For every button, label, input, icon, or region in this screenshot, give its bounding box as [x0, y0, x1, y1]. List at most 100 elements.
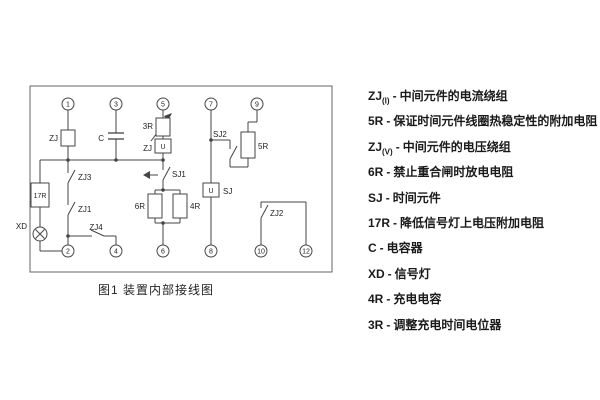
legend-term-text: ZJ: [368, 139, 383, 154]
terminals: 1 3 5 7 9 2 4 6 8 10 12: [61, 97, 313, 258]
terminal-2: 2: [66, 249, 70, 256]
r17-box: [30, 182, 50, 208]
r3-box: [155, 117, 171, 137]
terminal-circle: [109, 97, 123, 111]
legend-item-c: C-电容器: [368, 238, 600, 263]
r4-box: [172, 193, 188, 219]
legend-separator: -: [386, 317, 391, 332]
legend-term: ZJ(V): [368, 139, 393, 157]
terminal-5: 5: [161, 102, 165, 109]
legend-separator: -: [393, 215, 398, 230]
legend-item-zj-i: ZJ(I)-中间元件的电流绕组: [368, 86, 600, 111]
contact-zj4: [90, 229, 105, 237]
legend-desc: 充电电容: [393, 292, 442, 307]
legend-term-sub: (V): [382, 147, 393, 157]
terminal-8: 8: [209, 249, 213, 256]
legend-term: 4R: [368, 292, 383, 306]
label-u-left: U: [160, 144, 165, 151]
legend-item-6r: 6R-禁止重合闸时放电电阻: [368, 162, 600, 187]
label-zj-coil: ZJ: [49, 134, 58, 143]
contact-zj2: [260, 204, 269, 219]
label-6r: 6R: [135, 202, 145, 211]
label-sj: SJ: [223, 187, 232, 196]
terminal-7: 7: [209, 102, 213, 109]
zj-coil-box: [60, 129, 76, 147]
legend-desc: 时间元件: [392, 190, 441, 205]
terminal-10: 10: [257, 249, 265, 256]
label-17r: 17R: [34, 193, 47, 200]
legend-desc: 保证时间元件线圈热稳定性的附加电阻: [393, 114, 598, 129]
contact-zj3: [67, 169, 76, 184]
legend-item-sj: SJ-时间元件: [368, 188, 600, 213]
legend-term: 3R: [368, 318, 383, 332]
legend-desc: 禁止重合闸时放电电阻: [393, 165, 514, 180]
legend-item-4r: 4R-充电电容: [368, 289, 600, 314]
legend-separator: -: [379, 241, 384, 256]
legend-item-17r: 17R-降低信号灯上电压附加电阻: [368, 213, 600, 238]
r5-box: [240, 131, 256, 159]
diagram-border: [29, 85, 333, 273]
label-xd: XD: [16, 222, 27, 231]
legend-separator: -: [386, 114, 391, 129]
terminal-circle: [109, 244, 123, 258]
component-labels: ZJ 17R XD ZJ3 ZJ1 ZJ4 C 3R ZJ U SJ1 6R 4…: [16, 122, 284, 232]
label-zj3: ZJ3: [78, 173, 92, 182]
label-5r: 5R: [258, 142, 268, 151]
label-sj2: SJ2: [213, 130, 227, 139]
figure-caption: 图1 装置内部接线图: [98, 283, 215, 297]
terminal-circle: [250, 97, 264, 111]
label-u-right: U: [208, 188, 213, 195]
legend-term: XD: [368, 267, 385, 281]
legend-term: 6R: [368, 165, 383, 179]
terminal-circle: [156, 97, 170, 111]
signal-lamp-icon: [32, 226, 48, 242]
sj1-arrow-icon: [143, 171, 158, 179]
terminal-circle: [254, 244, 268, 258]
sj-coil-box: [202, 182, 220, 198]
terminal-circle: [204, 97, 218, 111]
contact-zj1: [67, 201, 76, 216]
legend-separator: -: [386, 165, 391, 180]
label-3r: 3R: [143, 122, 153, 131]
r6-box: [147, 193, 163, 219]
contact-sj2: [229, 145, 238, 160]
label-zj-v: ZJ: [143, 144, 152, 153]
terminal-12: 12: [302, 249, 310, 256]
legend-separator: -: [386, 292, 391, 307]
legend-term: ZJ(I): [368, 89, 390, 106]
terminal-circle: [61, 244, 75, 258]
legend-term: 5R: [368, 114, 383, 128]
legend-term-sub: (I): [382, 96, 390, 106]
label-zj4: ZJ4: [89, 223, 103, 232]
label-c: C: [98, 134, 104, 143]
legend-separator: -: [387, 266, 392, 281]
legend-item-5r: 5R-保证时间元件线圈热稳定性的附加电阻: [368, 111, 600, 136]
terminal-3: 3: [114, 102, 118, 109]
label-zj2: ZJ2: [270, 209, 284, 218]
legend-desc: 降低信号灯上电压附加电阻: [400, 215, 545, 230]
wires: [39, 110, 307, 252]
legend-desc: 信号灯: [394, 266, 431, 281]
legend-term: C: [368, 241, 377, 255]
legend-term: 17R: [368, 216, 390, 230]
label-4r: 4R: [190, 202, 200, 211]
capacitor-c: [108, 132, 124, 140]
legend-desc: 调整充电时间电位器: [393, 317, 502, 332]
legend-term-text: C: [368, 241, 377, 256]
legend-desc: 中间元件的电压绕组: [402, 139, 511, 154]
terminal-circle: [156, 244, 170, 258]
legend-desc: 中间元件的电流绕组: [399, 89, 508, 103]
legend-term-text: ZJ: [368, 89, 383, 103]
legend-separator: -: [385, 190, 390, 205]
terminal-circle: [299, 244, 313, 258]
legend-term-text: 6R: [368, 165, 384, 180]
label-sj1: SJ1: [172, 170, 186, 179]
legend-term-text: SJ: [368, 190, 383, 205]
legend-item-xd: XD-信号灯: [368, 264, 600, 289]
legend-term-text: 17R: [368, 215, 391, 230]
legend-term-text: 3R: [368, 317, 384, 332]
circuit-svg: 1 3 5 7 9 2 4 6 8 10 12 ZJ 17R XD ZJ3 ZJ…: [16, 85, 333, 273]
legend: ZJ(I)-中间元件的电流绕组 5R-保证时间元件线圈热稳定性的附加电阻 ZJ(…: [368, 86, 600, 340]
terminal-1: 1: [66, 102, 70, 109]
legend-term-text: 4R: [368, 292, 384, 307]
